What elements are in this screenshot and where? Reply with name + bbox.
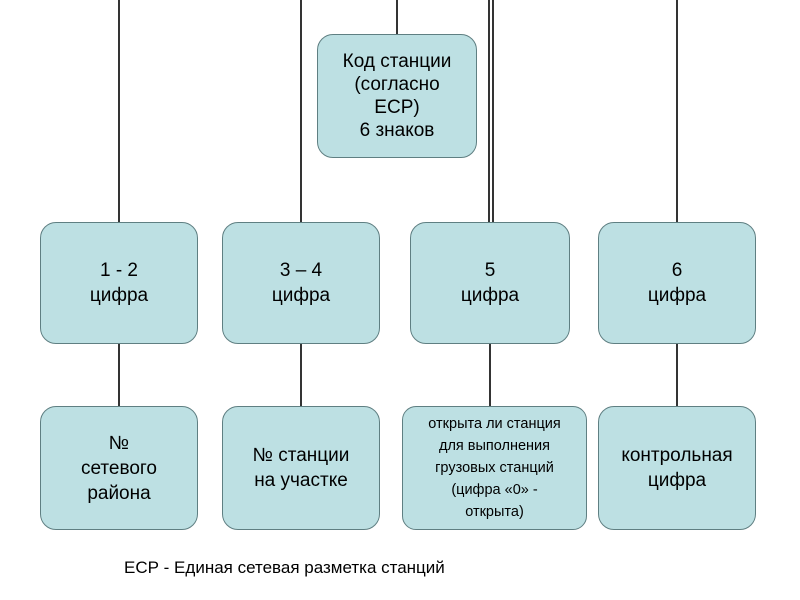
- digit-box-5: 5 цифра: [410, 222, 570, 344]
- station-code-text: Код станции (согласно ЕСР) 6 знаков: [342, 51, 452, 141]
- meaning-box-check-digit: контрольная цифра: [598, 406, 756, 530]
- digit-box-text: 6 цифра: [647, 260, 707, 306]
- meaning-box-text: контрольная цифра: [621, 445, 733, 491]
- meaning-box-text: № станции на участке: [252, 445, 350, 491]
- station-code-box: Код станции (согласно ЕСР) 6 знаков: [317, 34, 477, 158]
- meaning-box-text: открыта ли станция для выполнения грузов…: [428, 416, 561, 520]
- digit-box-text: 5 цифра: [460, 260, 520, 306]
- meaning-box-text: № сетевого района: [80, 432, 158, 504]
- meaning-box-freight-open: открыта ли станция для выполнения грузов…: [402, 406, 587, 530]
- footnote-caption: ЕСР - Единая сетевая разметка станций: [124, 558, 445, 577]
- meaning-box-network-district: № сетевого района: [40, 406, 198, 530]
- digit-box-3-4: 3 – 4 цифра: [222, 222, 380, 344]
- digit-box-text: 3 – 4 цифра: [271, 260, 331, 306]
- digit-box-6: 6 цифра: [598, 222, 756, 344]
- digit-box-text: 1 - 2 цифра: [89, 260, 149, 306]
- meaning-box-station-number: № станции на участке: [222, 406, 380, 530]
- digit-box-1-2: 1 - 2 цифра: [40, 222, 198, 344]
